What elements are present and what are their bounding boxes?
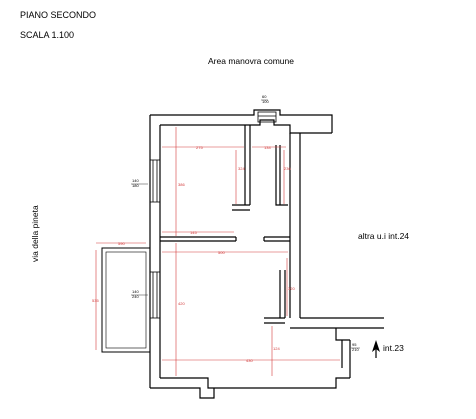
- plan-title: PIANO SECONDO: [20, 10, 96, 20]
- dim-label: 134: [264, 145, 271, 150]
- window-tag-left-upper: 140 180: [131, 178, 148, 188]
- svg-text:95: 95: [352, 342, 357, 347]
- dim-label: 236: [284, 166, 291, 171]
- dim-label: 500: [218, 250, 225, 255]
- dimension-lines: [95, 127, 340, 376]
- dim-label: 324: [238, 166, 245, 171]
- dim-label: 590: [118, 241, 125, 246]
- walls: [149, 109, 384, 399]
- entrance-arrow-icon: [372, 340, 380, 358]
- label-area-manovra: Area manovra comune: [208, 56, 294, 66]
- dim-label: 275: [196, 145, 203, 150]
- svg-text:60: 60: [262, 94, 267, 99]
- dim-label: 430: [246, 358, 253, 363]
- window-left-upper: [149, 159, 161, 203]
- label-street: via della pineta: [30, 205, 40, 262]
- svg-text:100: 100: [262, 99, 269, 104]
- balcony: [101, 247, 151, 353]
- window-tag-entrance: 95 210: [351, 342, 360, 352]
- dim-label: 386: [178, 182, 185, 187]
- label-entrance: int.23: [383, 343, 404, 353]
- dim-label: 535: [92, 298, 99, 303]
- svg-text:210: 210: [352, 347, 359, 352]
- dim-label: 145: [190, 230, 197, 235]
- svg-text:240: 240: [132, 294, 139, 299]
- label-neighbor-unit: altra u.i int.24: [358, 231, 409, 241]
- window-left-lower: [149, 271, 161, 319]
- plan-scale: SCALA 1.100: [20, 30, 74, 40]
- svg-text:180: 180: [132, 183, 139, 188]
- window-tag-top: 60 100: [261, 94, 269, 104]
- window-tag-left-lower: 140 240: [131, 289, 148, 299]
- dim-label: 124: [273, 346, 280, 351]
- svg-text:140: 140: [132, 289, 139, 294]
- svg-text:140: 140: [132, 178, 139, 183]
- dim-label: 420: [178, 301, 185, 306]
- window-top: [257, 111, 277, 123]
- dim-label: 320: [288, 286, 295, 291]
